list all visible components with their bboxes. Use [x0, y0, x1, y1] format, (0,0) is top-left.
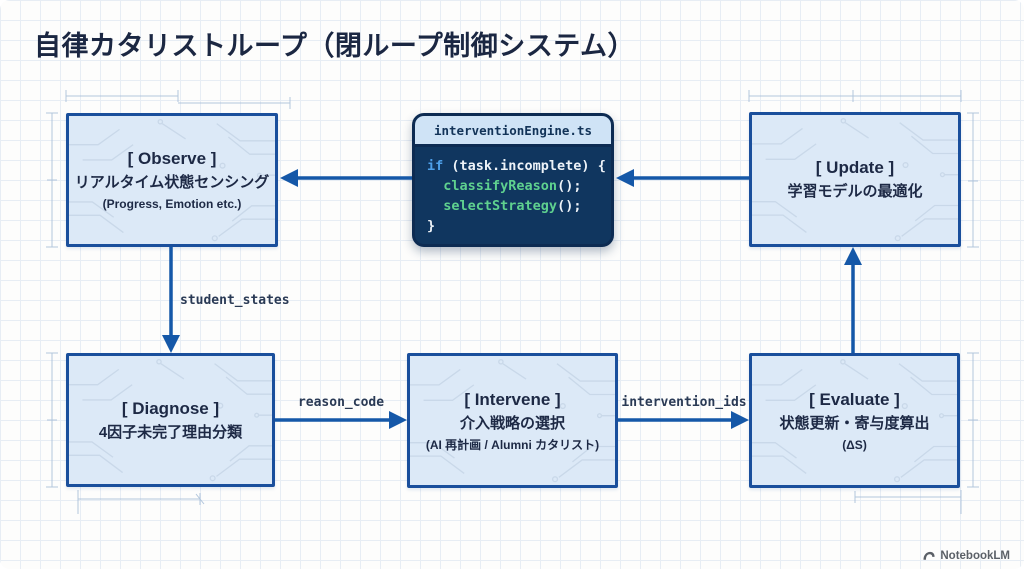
- footer-brand: NotebookLM: [922, 550, 1010, 562]
- node-evaluate: [ Evaluate ] 状態更新・寄与度算出 (ΔS): [749, 353, 960, 488]
- node-intervene-title: [ Intervene ]: [464, 389, 561, 409]
- code-filename-tab: interventionEngine.ts: [415, 116, 611, 147]
- node-observe-line1: リアルタイム状態センシング: [74, 174, 270, 191]
- node-diagnose-title: [ Diagnose ]: [121, 398, 220, 418]
- node-diagnose-line1: 4因子未完了理由分類: [98, 423, 243, 441]
- node-evaluate-line1: 状態更新・寄与度算出: [779, 414, 930, 432]
- node-update-title: [ Update ]: [815, 158, 895, 177]
- node-intervene-line1: 介入戦略の選択: [459, 414, 565, 432]
- circuit-pattern-icon: [752, 117, 958, 242]
- node-intervene: [ Intervene ] 介入戦略の選択 (AI 再計画 / Alumni カ…: [407, 353, 618, 488]
- notebooklm-icon: [923, 551, 935, 560]
- node-observe-line2: (Progress, Emotion etc.): [102, 197, 242, 211]
- node-evaluate-line2: (ΔS): [842, 437, 867, 452]
- page-title: 自律カタリストループ（閉ループ制御システム）: [34, 31, 635, 61]
- circuit-pattern-icon: [69, 358, 272, 482]
- edge-label-reason-code: reason_code: [297, 395, 385, 410]
- node-observe: [ Observe ] リアルタイム状態センシング (Progress, Emo…: [66, 113, 278, 247]
- code-line: if (task.incomplete) { classifyReason();…: [427, 158, 606, 234]
- node-update: [ Update ] 学習モデルの最適化: [749, 112, 961, 247]
- node-intervene-line2: (AI 再計画 / Alumni カタリスト): [425, 437, 600, 452]
- node-observe-title: [ Observe ]: [127, 149, 217, 168]
- edge-label-student-states: student_states: [180, 293, 290, 308]
- code-window: interventionEngine.ts if (task.incomplet…: [412, 113, 614, 247]
- code-body: if (task.incomplete) { classifyReason();…: [415, 147, 611, 244]
- edge-label-intervention-ids: intervention_ids: [621, 395, 747, 410]
- footer-brand-label: NotebookLM: [940, 550, 1010, 562]
- node-evaluate-title: [ Evaluate ]: [809, 389, 900, 409]
- node-diagnose: [ Diagnose ] 4因子未完了理由分類: [66, 353, 275, 487]
- node-update-line1: 学習モデルの最適化: [787, 183, 923, 200]
